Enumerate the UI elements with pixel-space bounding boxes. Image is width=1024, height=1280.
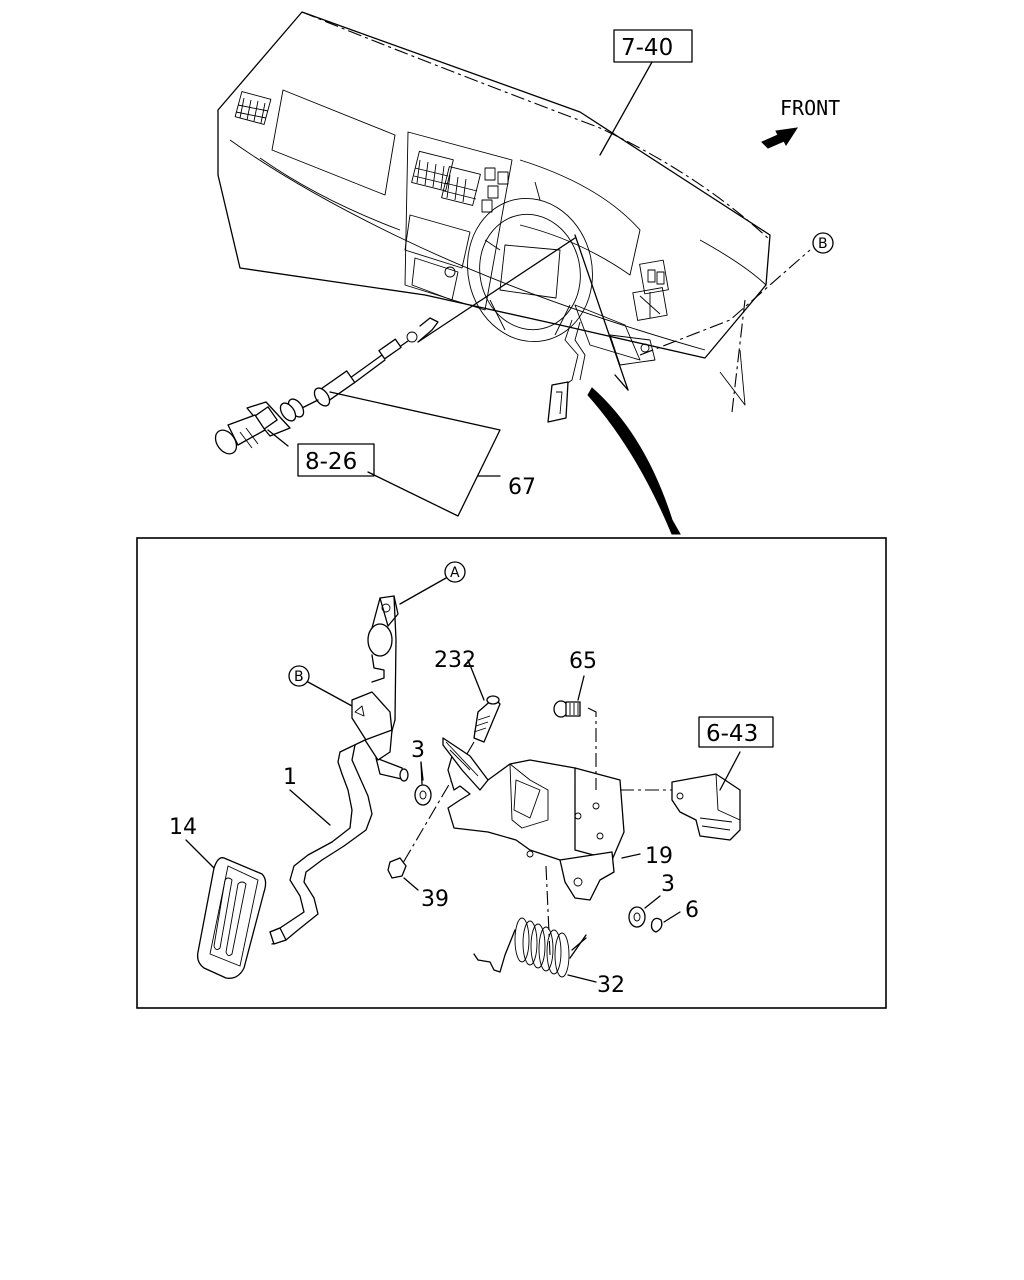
leader-3-left bbox=[420, 761, 423, 785]
svg-text:6-43: 6-43 bbox=[706, 721, 758, 747]
connector-b-upper: B bbox=[812, 232, 834, 254]
svg-text:7-40: 7-40 bbox=[621, 35, 673, 61]
bracket bbox=[442, 707, 680, 956]
part-label-32: 32 bbox=[597, 973, 625, 998]
svg-text:B: B bbox=[294, 669, 304, 685]
instrument-cluster bbox=[519, 159, 641, 276]
svg-text:B: B bbox=[818, 236, 828, 252]
bolt-232 bbox=[399, 659, 501, 869]
front-direction-indicator: FRONT bbox=[761, 96, 840, 149]
part-label-1: 1 bbox=[283, 765, 297, 790]
part-label-14: 14 bbox=[169, 815, 197, 840]
pedal-switch bbox=[671, 751, 741, 841]
part-label-6: 6 bbox=[685, 898, 699, 923]
clip-6 bbox=[650, 911, 681, 933]
washer-3-left bbox=[414, 762, 432, 806]
ref-6-43: 6-43 bbox=[698, 716, 774, 748]
dashboard-illustration bbox=[217, 11, 811, 423]
part-label-67: 67 bbox=[508, 475, 536, 500]
ref-7-40: 7-40 bbox=[599, 29, 693, 156]
part-label-19: 19 bbox=[645, 844, 673, 869]
washer-3-right bbox=[628, 895, 661, 928]
part-label-232: 232 bbox=[434, 648, 476, 673]
front-arrow-icon bbox=[761, 127, 799, 149]
pedal-arm bbox=[269, 595, 409, 945]
leader-1 bbox=[289, 789, 331, 826]
detail-frame bbox=[136, 537, 887, 1009]
detail-callout-arrow bbox=[587, 387, 681, 535]
ref-8-26: 8-26 bbox=[297, 443, 375, 477]
part-label-65: 65 bbox=[569, 649, 597, 674]
steering-wheel bbox=[467, 197, 593, 343]
nut-39 bbox=[387, 857, 419, 891]
part-label-3-left: 3 bbox=[411, 738, 425, 763]
part-label-39: 39 bbox=[421, 887, 449, 912]
leader-232 bbox=[467, 659, 471, 667]
part-label-3-right: 3 bbox=[661, 872, 675, 897]
left-vent bbox=[234, 91, 272, 125]
leader-14 bbox=[185, 839, 215, 869]
bolt-65 bbox=[553, 675, 585, 718]
pedal-thumbnail bbox=[547, 319, 586, 423]
center-console bbox=[404, 131, 513, 311]
svg-text:8-26: 8-26 bbox=[305, 449, 357, 475]
connector-b-detail: B bbox=[288, 665, 353, 707]
connector-a: A bbox=[399, 561, 466, 605]
throttle-cable bbox=[214, 317, 501, 517]
return-spring bbox=[473, 917, 597, 983]
svg-text:A: A bbox=[450, 565, 460, 581]
pedal-pad bbox=[196, 857, 287, 979]
front-label: FRONT bbox=[780, 96, 840, 120]
